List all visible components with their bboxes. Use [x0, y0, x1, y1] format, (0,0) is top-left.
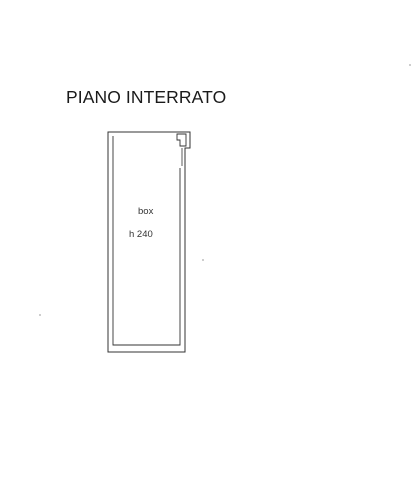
speck — [409, 64, 411, 66]
speck — [202, 259, 204, 261]
floor-title: PIANO INTERRATO — [66, 87, 227, 107]
speck — [39, 314, 41, 316]
inner-wall — [112, 136, 181, 346]
room-name-label: box — [138, 206, 154, 217]
room-height-label: h 240 — [129, 229, 153, 240]
corner-notch — [176, 133, 187, 147]
outer-wall — [107, 131, 191, 353]
